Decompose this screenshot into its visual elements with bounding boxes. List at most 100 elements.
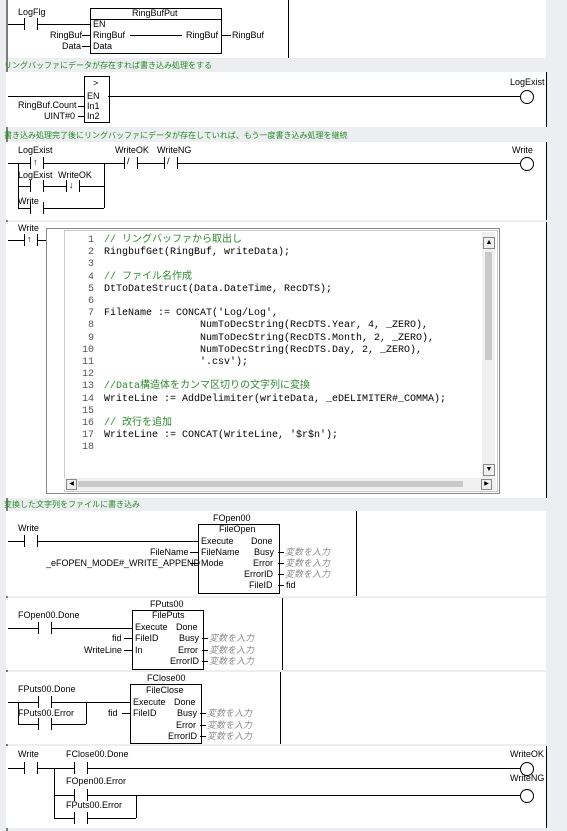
output-error-placeholder[interactable]: 変数を入力 — [207, 720, 253, 730]
fb-ringbufput[interactable] — [90, 8, 222, 54]
output-error-placeholder[interactable]: 変数を入力 — [209, 645, 255, 655]
output-fid[interactable]: fid — [286, 580, 296, 590]
contact-label-writeok: WriteOK — [115, 145, 149, 155]
contact-write[interactable] — [30, 202, 44, 214]
coil-writeok[interactable] — [520, 762, 534, 776]
rising-edge-glyph: ↑ — [33, 157, 38, 167]
scroll-up-arrow-icon[interactable]: ▲ — [483, 237, 495, 249]
fb-fileopen[interactable] — [198, 524, 280, 594]
contact-writeok-falling[interactable] — [66, 180, 80, 192]
input-ringbuf[interactable]: RingBuf — [50, 30, 83, 40]
st-code-line[interactable]: // リングバッファから取出し — [104, 235, 243, 246]
coil-writeng[interactable] — [520, 789, 534, 803]
st-line-number: 18 — [81, 442, 94, 454]
pin-mode: Mode — [201, 558, 224, 568]
contact-logflg[interactable] — [24, 18, 38, 30]
contact-writeng-nc[interactable] — [164, 157, 178, 169]
contact-label-writeng: WriteNG — [157, 145, 192, 155]
fb-title: RingBufPut — [132, 8, 178, 18]
pin-errorid: ErrorID — [168, 731, 197, 741]
input-writeline[interactable]: WriteLine — [84, 645, 122, 655]
rung-7 — [6, 672, 546, 744]
contact-logexist-rising[interactable] — [30, 157, 44, 169]
contact-write[interactable] — [24, 762, 38, 774]
st-code-line[interactable]: RingbufGet(RingBuf, writeData); — [104, 247, 291, 259]
fb-fileputs[interactable] — [132, 610, 204, 670]
st-code-line[interactable]: '.csv'); — [104, 357, 249, 368]
contact-fopen00-error[interactable] — [74, 789, 88, 801]
st-scrollbar-thumb[interactable] — [485, 252, 492, 360]
st-line-number: 14 — [81, 393, 94, 405]
coil-label-writeng: WriteNG — [510, 773, 545, 783]
st-line-number: 7 — [87, 308, 94, 320]
st-code-line[interactable]: NumToDecString(RecDTS.Day, 2, _ZERO), — [104, 344, 423, 356]
coil-write[interactable] — [520, 157, 534, 171]
input-mode[interactable]: _eFOPEN_MODE#_WRITE_APPEND — [46, 558, 201, 568]
st-code-line[interactable]: DtToDateStruct(Data.DateTime, RecDTS); — [104, 283, 333, 295]
contact-label-fopen00-error: FOpen00.Error — [66, 776, 127, 786]
st-code-line[interactable]: NumToDecString(RecDTS.Year, 4, _ZERO), — [104, 320, 429, 332]
output-busy-placeholder[interactable]: 変数を入力 — [207, 708, 253, 718]
coil-logexist[interactable] — [520, 90, 534, 104]
output-errorid-placeholder[interactable]: 変数を入力 — [209, 656, 255, 666]
fb-instance-fputs00[interactable]: FPuts00 — [150, 599, 184, 609]
pin-errorid: ErrorID — [170, 656, 199, 666]
st-code-line[interactable]: // 改行を追加 — [104, 418, 173, 429]
rung-1 — [6, 0, 546, 58]
contact-fopen00-done[interactable] — [38, 622, 52, 634]
st-line-number: 6 — [87, 296, 94, 307]
pin-data: Data — [93, 41, 113, 51]
pin-busy: Busy — [179, 633, 200, 643]
fb-compare-gt[interactable] — [84, 76, 110, 123]
input-uint0[interactable]: UINT#0 — [44, 111, 76, 121]
inline-st-inner — [64, 230, 498, 492]
falling-edge-glyph: ↓ — [69, 180, 74, 190]
contact-writeok-nc[interactable] — [124, 157, 138, 169]
st-code-line[interactable]: WriteLine := AddDelimiter(writeData, _eD… — [104, 393, 447, 405]
st-line-number: 8 — [87, 320, 94, 332]
contact-fputs00-done[interactable] — [38, 696, 52, 708]
contact-fputs00-error[interactable] — [74, 812, 88, 824]
st-code-line[interactable]: WriteLine := CONCAT(WriteLine, '$r$n'); — [104, 430, 339, 442]
output-error-placeholder[interactable]: 変数を入力 — [285, 558, 331, 568]
st-line-number: 9 — [87, 332, 94, 344]
contact-label-writeok-2: WriteOK — [58, 170, 92, 180]
st-code-line[interactable]: //Data構造体をカンマ区切りの文字列に変換 — [104, 381, 311, 393]
input-ringbuf-count[interactable]: RingBuf.Count — [18, 100, 77, 110]
input-fid[interactable]: fid — [108, 708, 118, 718]
rung-8 — [6, 746, 546, 828]
pin-execute: Execute — [201, 536, 234, 546]
st-code-line[interactable]: FileName := CONCAT('Log/Log', — [104, 308, 279, 320]
contact-fputs00-error[interactable] — [38, 718, 52, 730]
output-errorid-placeholder[interactable]: 変数を入力 — [207, 731, 253, 741]
pin-done: Done — [251, 536, 273, 546]
contact-logexist-2[interactable] — [30, 180, 44, 192]
pin-en: EN — [87, 91, 100, 101]
st-code-line[interactable]: NumToDecString(RecDTS.Month, 2, _ZERO), — [104, 332, 435, 344]
scroll-down-arrow-icon[interactable]: ▼ — [483, 464, 495, 476]
input-filename[interactable]: FileName — [150, 547, 189, 557]
output-busy-placeholder[interactable]: 変数を入力 — [285, 547, 331, 557]
scroll-left-arrow-icon[interactable]: ◀ — [66, 479, 77, 490]
st-scrollbar-h-thumb[interactable] — [78, 481, 463, 487]
fb-instance-fclose00[interactable]: FClose00 — [147, 673, 186, 683]
pin-done: Done — [174, 697, 196, 707]
pin-execute: Execute — [133, 697, 166, 707]
fb-instance-fopen00[interactable]: FOpen00 — [213, 513, 251, 523]
output-errorid-placeholder[interactable]: 変数を入力 — [285, 569, 331, 579]
fb-fileclose[interactable] — [130, 684, 202, 744]
input-data[interactable]: Data — [62, 41, 82, 51]
pin-fileid: FileID — [249, 580, 273, 590]
output-ringbuf[interactable]: RingBuf — [232, 30, 265, 40]
contact-write-rising[interactable] — [24, 234, 38, 246]
output-busy-placeholder[interactable]: 変数を入力 — [209, 633, 255, 643]
st-line-number: 11 — [81, 357, 94, 368]
input-fid[interactable]: fid — [112, 633, 122, 643]
scroll-right-arrow-icon[interactable]: ▶ — [481, 479, 492, 490]
contact-write[interactable] — [24, 535, 38, 547]
st-code-line[interactable]: // ファイル名作成 — [104, 271, 193, 283]
st-line-number: 1 — [87, 235, 94, 246]
st-line-number: 10 — [81, 344, 94, 356]
contact-fclose00-done[interactable] — [74, 762, 88, 774]
